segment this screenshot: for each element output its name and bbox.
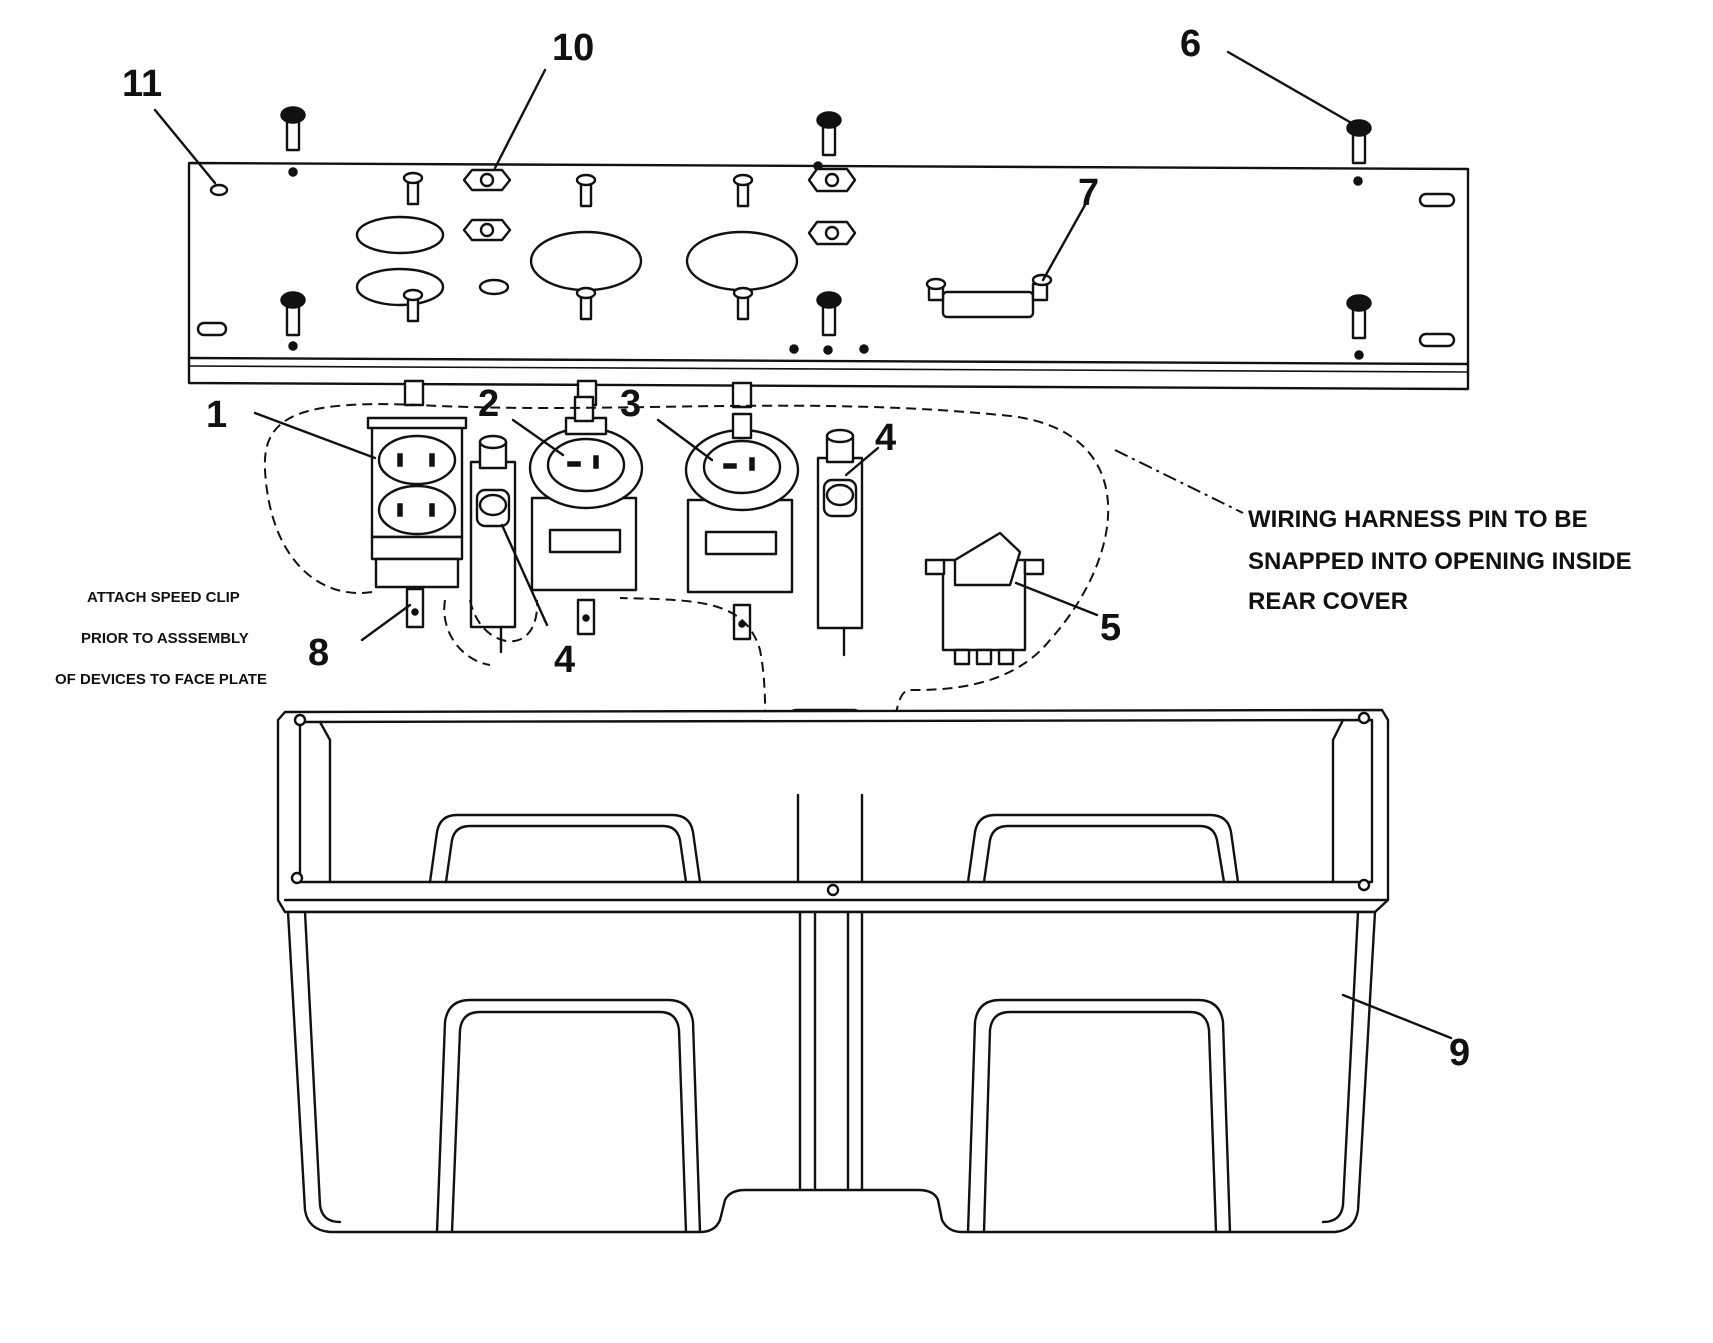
callout-3: 3 — [620, 383, 641, 425]
rear-cover — [276, 708, 1390, 1234]
note-line-1: WIRING HARNESS PIN TO BE — [1248, 506, 1588, 533]
speed-clip-note: ATTACH SPEED CLIP PRIOR TO ASSSEMBLY OF … — [55, 589, 267, 688]
note-line-3: REAR COVER — [1248, 588, 1408, 615]
callout-5: 5 — [1100, 607, 1121, 649]
leader-lines — [153, 50, 1453, 1040]
callout-11: 11 — [122, 63, 162, 105]
note-line-3: OF DEVICES TO FACE PLATE — [55, 671, 267, 688]
note-line-2: SNAPPED INTO OPENING INSIDE — [1248, 548, 1632, 575]
twist-lock-receptacle-3 — [684, 412, 800, 641]
mounting-screws — [280, 106, 1372, 340]
note-line-1: ATTACH SPEED CLIP — [87, 589, 240, 606]
callout-4-bottom: 4 — [554, 639, 575, 681]
callout-8: 8 — [308, 632, 329, 674]
callout-10: 10 — [552, 27, 594, 69]
face-plate — [187, 161, 1470, 391]
callout-7: 7 — [1078, 172, 1099, 214]
callout-2: 2 — [478, 383, 499, 425]
rocker-switch — [924, 531, 1045, 666]
twist-lock-receptacle-2 — [528, 395, 644, 636]
circuit-breaker-right — [816, 428, 864, 657]
callout-numbers: 11 10 6 7 1 2 3 4 4 5 8 9 — [122, 23, 1470, 1074]
duplex-receptacle — [366, 416, 468, 629]
callout-1: 1 — [206, 394, 227, 436]
note-line-2: PRIOR TO ASSSEMBLY — [81, 630, 249, 647]
callout-9: 9 — [1449, 1032, 1470, 1074]
wiring-harness-note: WIRING HARNESS PIN TO BE SNAPPED INTO OP… — [1248, 506, 1632, 615]
callout-4-right: 4 — [875, 417, 896, 459]
callout-6: 6 — [1180, 23, 1201, 65]
circuit-breaker-left — [469, 434, 517, 654]
